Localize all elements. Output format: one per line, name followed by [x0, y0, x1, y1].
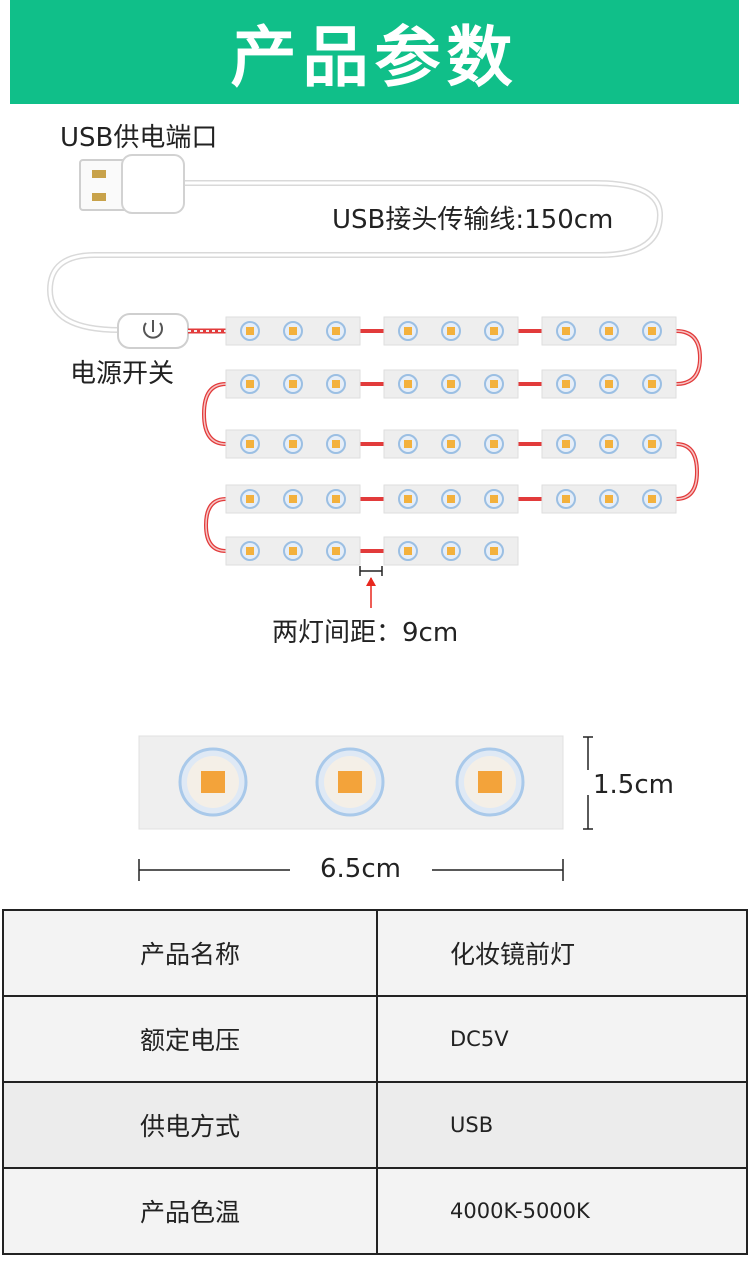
spacing-marker: [359, 566, 383, 608]
header-banner: 产品参数: [10, 0, 739, 104]
table-row: 产品色温 4000K-5000K: [2, 1167, 748, 1255]
led-module: [225, 429, 361, 459]
switch-body: [117, 313, 226, 349]
led-module: [541, 369, 677, 399]
spec-name: 产品名称: [2, 909, 378, 997]
led-chip-large: [315, 747, 385, 817]
height-dimension: [583, 736, 593, 830]
module-closeup: [138, 735, 564, 830]
table-row: 额定电压 DC5V: [2, 995, 748, 1083]
spec-value: DC5V: [376, 995, 748, 1083]
led-module: [541, 316, 677, 346]
spec-value: 4000K-5000K: [376, 1167, 748, 1255]
height-label: 1.5cm: [593, 770, 674, 800]
usb-plug-icon: [79, 154, 185, 214]
width-label: 6.5cm: [320, 854, 401, 884]
usb-port-label: USB供电端口: [60, 123, 218, 153]
spacing-label: 两灯间距：9cm: [272, 618, 459, 648]
led-module: [383, 536, 519, 566]
led-chip-large: [178, 747, 248, 817]
led-modules: [225, 316, 677, 566]
page-title: 产品参数: [230, 19, 519, 96]
width-dimension: [138, 859, 564, 881]
spec-name: 供电方式: [2, 1081, 378, 1169]
spec-value: 化妆镜前灯: [376, 909, 748, 997]
led-module: [383, 369, 519, 399]
led-module: [225, 536, 361, 566]
led-module: [383, 429, 519, 459]
led-module: [383, 316, 519, 346]
led-module: [383, 484, 519, 514]
spec-value: USB: [376, 1081, 748, 1169]
cable-length-label: USB接头传输线:150cm: [332, 205, 614, 235]
led-strip-diagram: [46, 154, 703, 881]
led-module: [541, 429, 677, 459]
led-chip-large: [455, 747, 525, 817]
spec-table: 产品名称 化妆镜前灯 额定电压 DC5V 供电方式 USB 产品色温 4000K…: [2, 909, 748, 1255]
led-module: [225, 484, 361, 514]
power-icon: [143, 320, 163, 339]
spec-name: 产品色温: [2, 1167, 378, 1255]
switch-label: 电源开关: [70, 359, 175, 389]
led-module: [541, 484, 677, 514]
table-row: 产品名称 化妆镜前灯: [2, 909, 748, 997]
led-module: [225, 316, 361, 346]
led-module: [225, 369, 361, 399]
spec-name: 额定电压: [2, 995, 378, 1083]
table-row: 供电方式 USB: [2, 1081, 748, 1169]
